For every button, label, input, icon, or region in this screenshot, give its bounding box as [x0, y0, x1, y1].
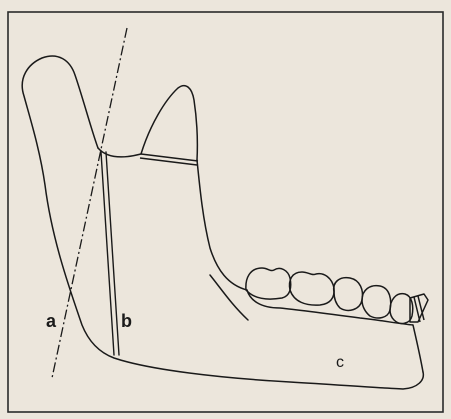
label-a: a [46, 311, 57, 331]
label-b: b [121, 311, 132, 331]
label-c: c [336, 354, 344, 371]
